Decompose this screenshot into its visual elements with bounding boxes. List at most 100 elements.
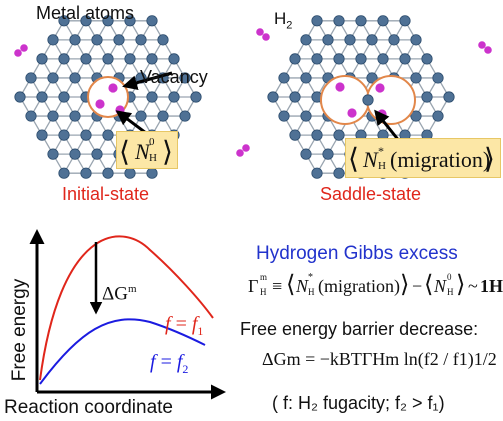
metal-atom <box>322 148 334 160</box>
metal-atom <box>410 72 422 84</box>
metal-atom <box>179 72 191 84</box>
metal-atom <box>58 129 70 141</box>
metal-atom <box>355 53 367 65</box>
metal-atom <box>47 110 59 122</box>
h2-molecule-atom <box>20 44 28 52</box>
initial-state-label: Initial-state <box>62 184 150 204</box>
metal-atom <box>124 167 136 179</box>
h2-label: H2 <box>274 9 293 32</box>
hydrogen-atom <box>375 83 385 93</box>
saddle-ring-left <box>320 75 370 125</box>
metal-atom <box>47 148 59 160</box>
metal-atom <box>47 72 59 84</box>
curve-f1 <box>39 235 214 381</box>
metal-atom <box>377 15 389 27</box>
metal-atom <box>333 15 345 27</box>
metal-atom <box>278 72 290 84</box>
metal-atom <box>58 15 70 27</box>
metal-atom <box>14 91 26 103</box>
metal-atom <box>311 129 323 141</box>
metal-atom <box>388 34 400 46</box>
metal-atom <box>102 167 114 179</box>
metal-atom <box>377 53 389 65</box>
h2-molecule-atom <box>14 49 22 57</box>
metal-atom <box>168 91 180 103</box>
metal-atom <box>69 110 81 122</box>
metal-atom <box>80 53 92 65</box>
metal-atom <box>69 72 81 84</box>
h2-molecule-atom <box>256 28 264 36</box>
metal-atom <box>267 91 279 103</box>
metal-atom <box>58 53 70 65</box>
metal-atom <box>322 34 334 46</box>
gamma-equation: Γ m H ≡ ⟨ N * H (migration) ⟩ − ⟨ N 0 H … <box>248 272 503 298</box>
metal-atom <box>80 15 92 27</box>
metal-atom <box>333 129 345 141</box>
metal-atom <box>399 53 411 65</box>
metal-atom <box>69 148 81 160</box>
metal-atom <box>58 167 70 179</box>
metal-atom <box>146 15 158 27</box>
metal-atom <box>432 110 444 122</box>
metal-atom <box>113 34 125 46</box>
metal-atom <box>36 129 48 141</box>
right-metal-lattice <box>267 15 455 179</box>
metal-atom <box>124 15 136 27</box>
curve-f2-label: f = f2 <box>150 351 189 376</box>
metal-atom <box>289 91 301 103</box>
curve-f1-label: f = f1 <box>165 313 204 338</box>
h2-molecule-atom <box>484 46 492 54</box>
metal-atom <box>300 72 312 84</box>
metal-atom <box>146 167 158 179</box>
metal-atom <box>47 34 59 46</box>
metal-atom <box>443 91 455 103</box>
barrier-decrease-label: Free energy barrier decrease: <box>240 319 479 339</box>
metal-atom <box>366 72 378 84</box>
metal-atom <box>421 91 433 103</box>
metal-atom <box>278 110 290 122</box>
y-axis-label: Free energy <box>9 278 30 382</box>
metal-atom <box>135 34 147 46</box>
vacancy-arrow <box>122 71 173 91</box>
metal-atom <box>289 53 301 65</box>
metal-atom <box>300 110 312 122</box>
initial-state-occupancy-label: ⟨ N 0 H ⟩ <box>116 131 178 169</box>
fugacity-note: ( f: H₂ fugacity; f₂ > f₁) <box>272 393 445 413</box>
barrier-equation: ΔGm = −kBTΓHm ln(f2 / f1)1/2 <box>262 349 497 369</box>
metal-atom <box>366 34 378 46</box>
metal-atom <box>102 15 114 27</box>
metal-atom <box>102 129 114 141</box>
metal-atom <box>102 53 114 65</box>
metal-atom <box>124 53 136 65</box>
metal-atom <box>311 15 323 27</box>
metal-atom <box>289 129 301 141</box>
hydrogen-atom <box>95 99 105 109</box>
metal-atom <box>80 167 92 179</box>
metal-atom <box>399 15 411 27</box>
metal-atom <box>91 34 103 46</box>
metal-atom <box>157 110 169 122</box>
saddle-state-label: Saddle-state <box>320 184 422 204</box>
metal-atom <box>157 34 169 46</box>
metal-atom <box>69 34 81 46</box>
metal-atom <box>355 15 367 27</box>
saddle-ring-right <box>366 75 416 125</box>
gibbs-excess-title: Hydrogen Gibbs excess <box>256 243 458 264</box>
h2-molecule-atom <box>262 33 270 41</box>
x-axis-label: Reaction coordinate <box>4 397 173 418</box>
metal-atom <box>91 148 103 160</box>
metal-atom <box>80 129 92 141</box>
metal-atom <box>410 110 422 122</box>
metal-atom <box>146 91 158 103</box>
metal-atom <box>168 53 180 65</box>
metal-atom <box>333 167 345 179</box>
metal-atom <box>311 53 323 65</box>
metal-atoms-label: Metal atoms <box>36 3 135 23</box>
hydrogen-atom <box>335 82 345 92</box>
delta-g-label: ΔGm <box>102 283 137 305</box>
metal-atom <box>36 91 48 103</box>
saddle-occupancy-arrow <box>374 109 402 143</box>
curve-f2 <box>39 318 206 385</box>
metal-atom <box>333 53 345 65</box>
metal-atom <box>362 94 374 106</box>
